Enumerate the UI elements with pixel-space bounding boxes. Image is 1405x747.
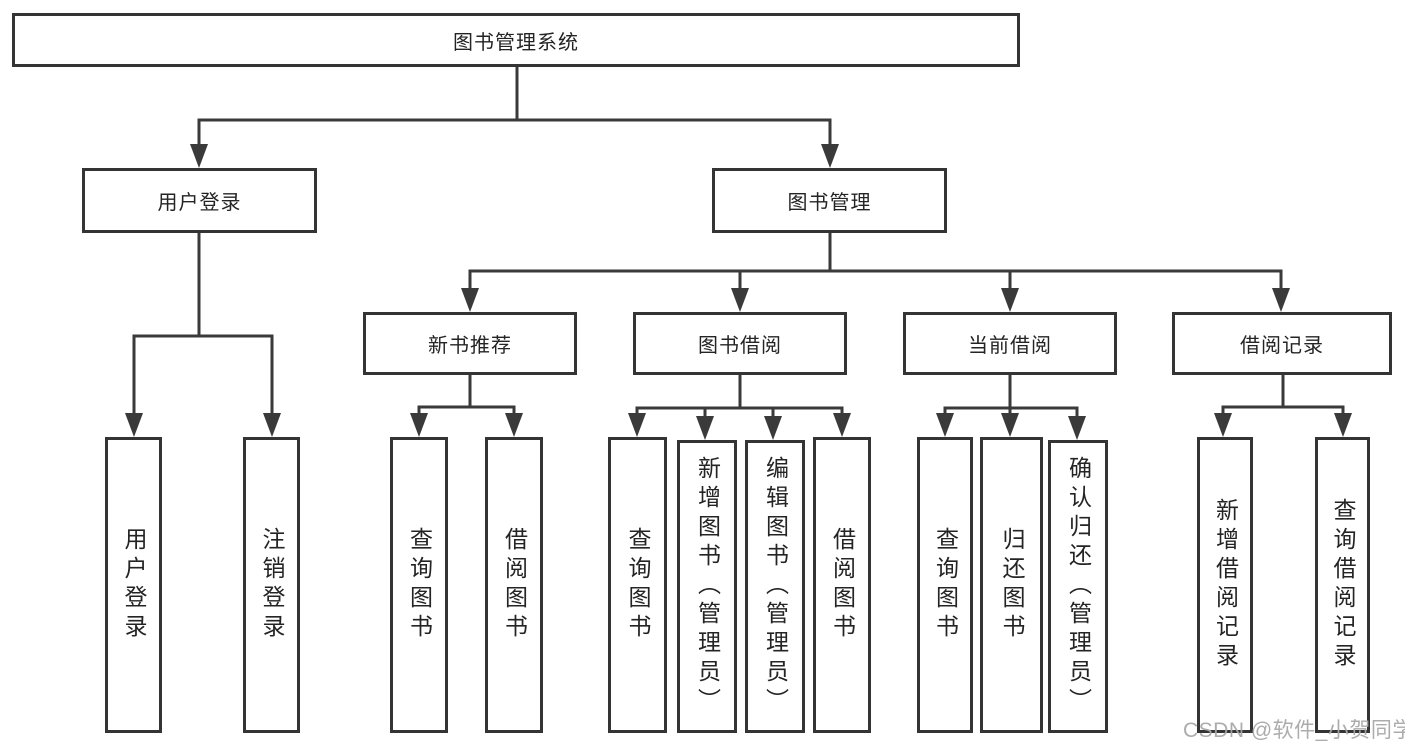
leaf-user-login-label: 用户登录 [121,527,147,643]
leaf-newbook-borrow-books: 借阅图书 [485,437,543,733]
node-borrowing-records-label: 借阅记录 [1240,335,1324,357]
leaf-query-borrow-record-label: 查询借阅记录 [1330,498,1356,672]
node-root-label: 图书管理系统 [453,31,579,54]
leaf-confirm-return-admin: 确认归还（管理员） [1048,440,1108,733]
node-borrowing-records: 借阅记录 [1172,312,1392,375]
node-new-book-recommend: 新书推荐 [363,312,577,375]
leaf-borrow-borrow-books: 借阅图书 [813,437,871,733]
leaf-add-books-admin-label: 新增图书（管理员） [694,456,721,717]
node-user-login-label: 用户登录 [157,192,242,214]
node-book-management: 图书管理 [712,168,947,233]
leaf-query-borrow-record: 查询借阅记录 [1315,437,1370,733]
leaf-add-books-admin: 新增图书（管理员） [677,440,737,733]
watermark-text: CSDN @软件_小贺同学 [1183,719,1405,742]
leaf-add-borrow-record: 新增借阅记录 [1197,437,1253,733]
leaf-edit-books-admin: 编辑图书（管理员） [745,440,805,733]
leaf-return-books-label: 归还图书 [999,527,1025,643]
node-book-borrowing: 图书借阅 [633,312,847,375]
leaf-newbook-borrow-books-label: 借阅图书 [501,527,528,643]
leaf-current-query-books-label: 查询图书 [932,527,959,643]
leaf-edit-books-admin-label: 编辑图书（管理员） [762,456,789,717]
leaf-borrow-query-books-label: 查询图书 [625,527,651,643]
leaf-newbook-query-books: 查询图书 [390,437,448,733]
leaf-newbook-query-books-label: 查询图书 [406,527,433,643]
leaf-return-books: 归还图书 [980,437,1043,733]
leaf-add-borrow-record-label: 新增借阅记录 [1212,498,1239,672]
leaf-logout-label: 注销登录 [259,527,285,643]
leaf-user-login: 用户登录 [105,437,162,733]
node-user-login: 用户登录 [82,168,317,233]
leaf-current-query-books: 查询图书 [917,437,973,733]
node-current-borrowing-label: 当前借阅 [968,335,1052,357]
leaf-borrow-query-books: 查询图书 [608,437,667,733]
node-current-borrowing: 当前借阅 [903,312,1117,375]
node-book-management-label: 图书管理 [787,192,872,214]
node-new-book-recommend-label: 新书推荐 [428,335,512,357]
leaf-borrow-borrow-books-label: 借阅图书 [829,527,856,643]
leaf-confirm-return-admin-label: 确认归还（管理员） [1065,456,1092,717]
node-book-borrowing-label: 图书借阅 [698,335,782,357]
leaf-logout: 注销登录 [243,437,300,733]
node-root: 图书管理系统 [12,13,1020,67]
